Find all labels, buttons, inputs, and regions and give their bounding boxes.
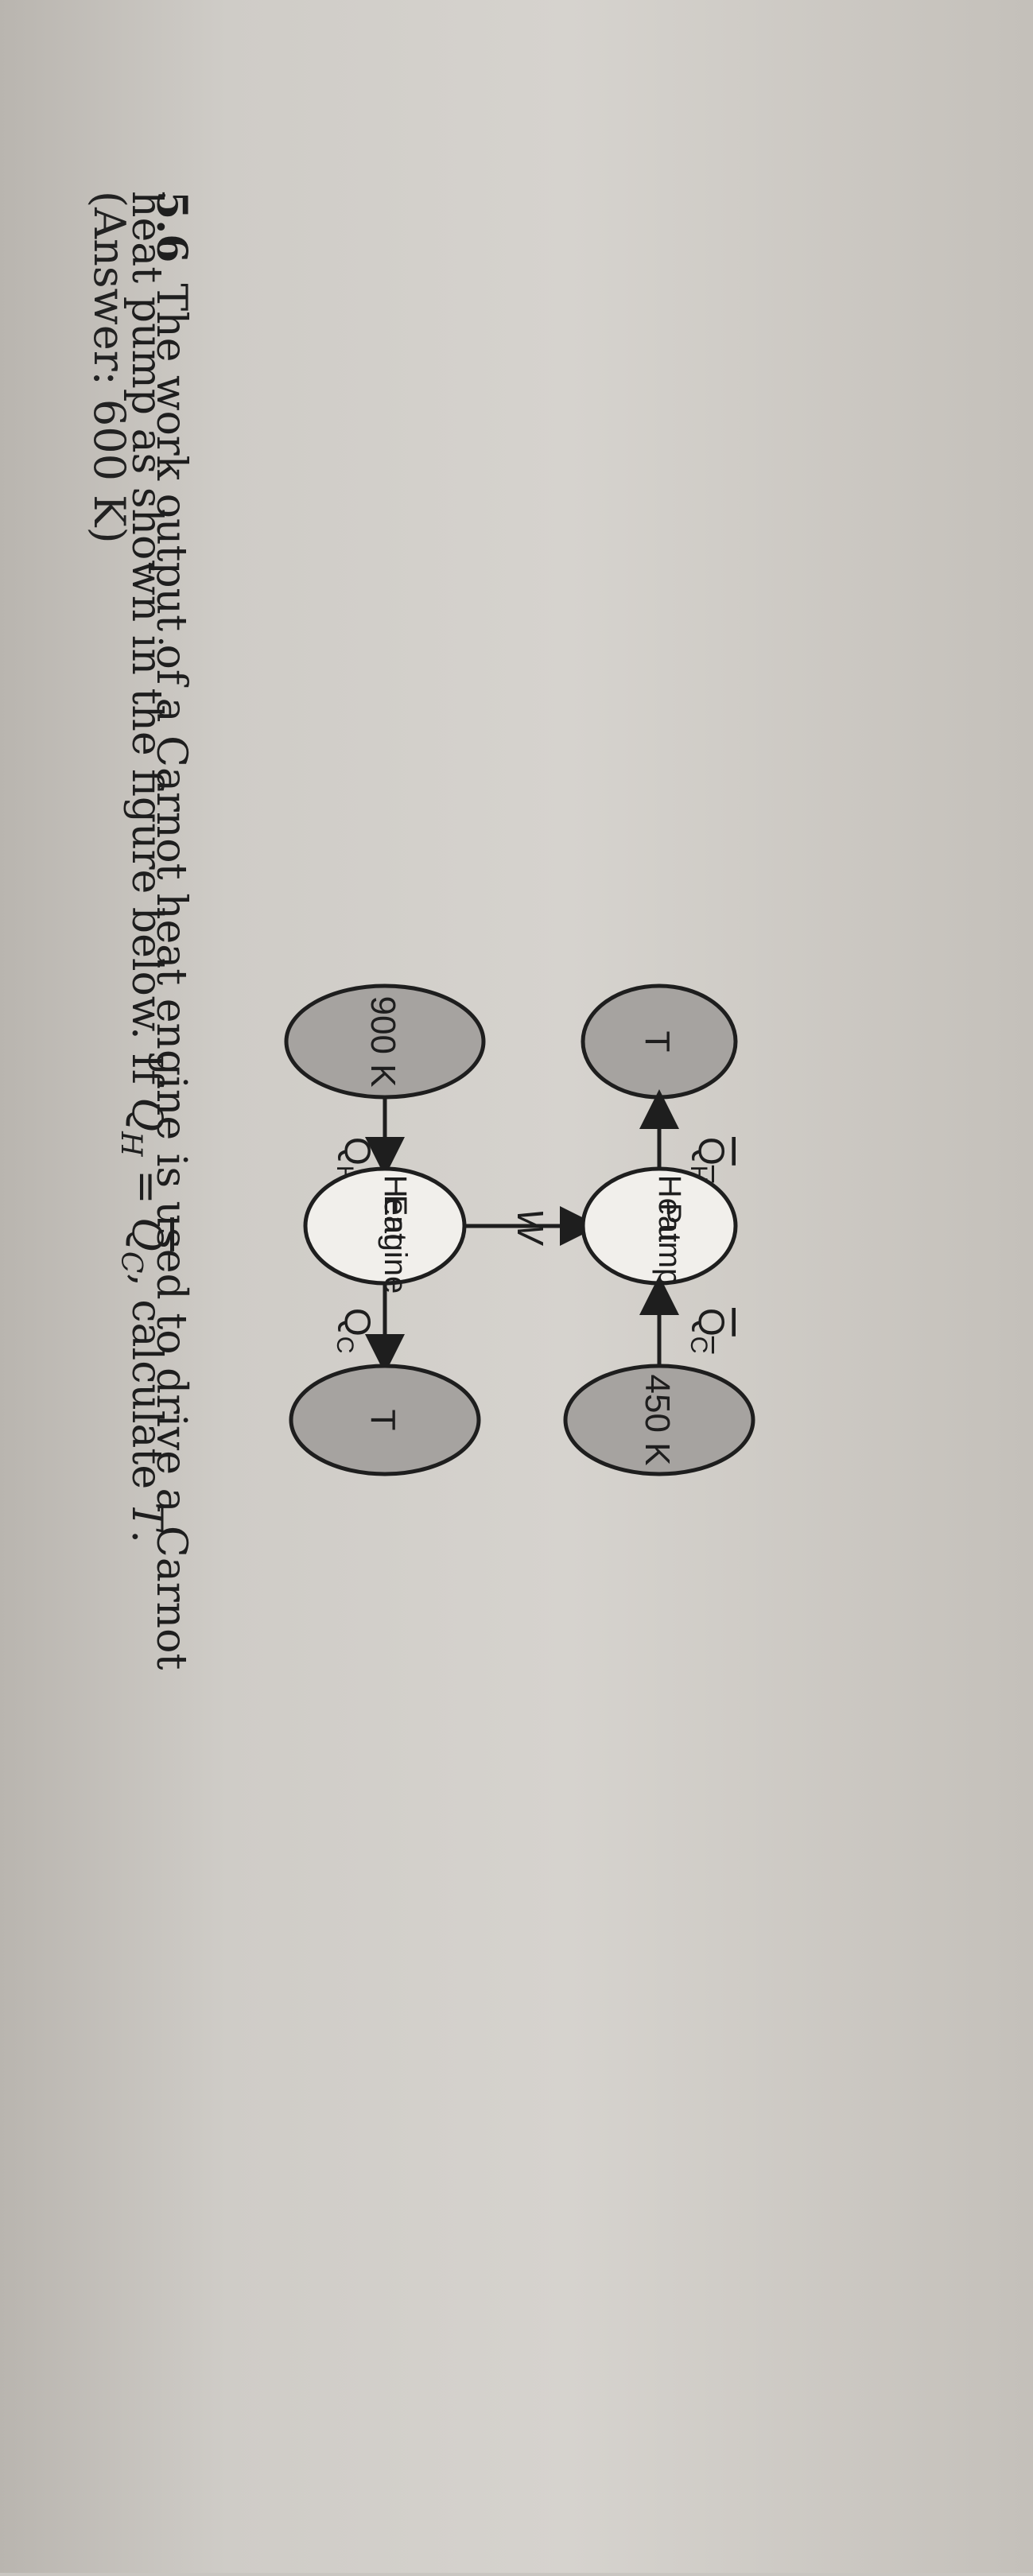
qc-bar-label: QC <box>685 1308 732 1353</box>
qh-bar-label: QH <box>685 1137 732 1182</box>
qc-label: QC <box>332 1308 379 1353</box>
heat-engine-label-1: Heat <box>378 1175 413 1243</box>
hot-reservoir-900k-label: 900 K <box>363 996 402 1088</box>
cold-reservoir-450k <box>563 1364 755 1476</box>
hot-reservoir-t-label: T <box>638 1031 677 1053</box>
cold-reservoir-450k-label: 450 K <box>638 1375 677 1466</box>
heat-engine-label-2: Engine <box>378 1195 413 1294</box>
heat-pump-label-2: Pump <box>652 1203 687 1286</box>
cold-reservoir-t-label: T <box>363 1410 402 1431</box>
heat-pump-label-1: Heat <box>652 1175 687 1243</box>
cold-reservoir-t <box>289 1364 481 1476</box>
answer-text: (Answer: 600 K) <box>84 191 134 544</box>
work-label: W <box>510 1208 551 1247</box>
